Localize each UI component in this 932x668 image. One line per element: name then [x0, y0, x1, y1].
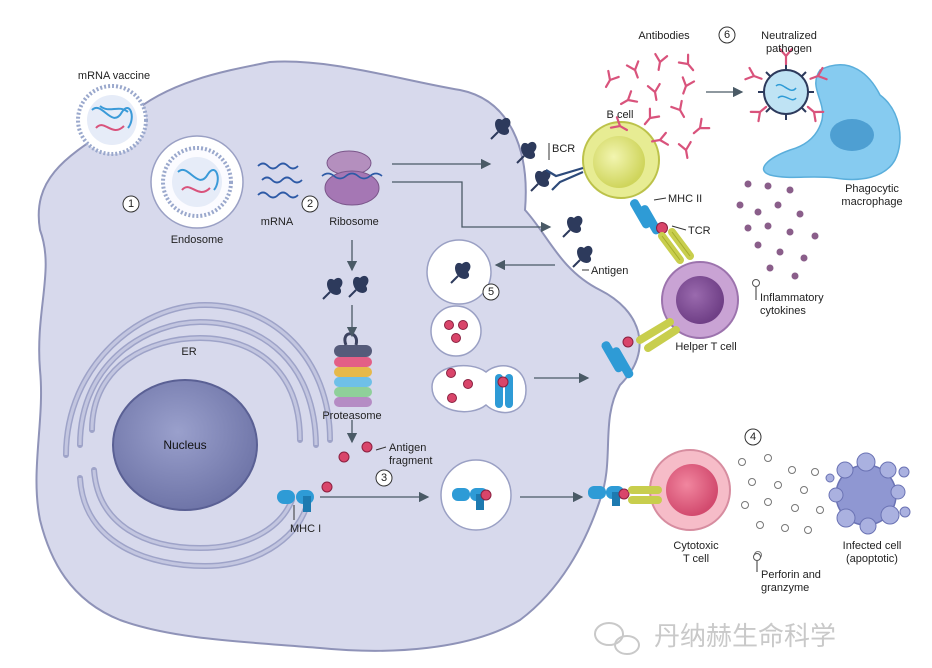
label-phagocytic-line1: Phagocytic	[845, 183, 899, 195]
label-mhc2: MHC II	[668, 193, 702, 205]
label-tcr: TCR	[688, 225, 711, 237]
macrophage-nucleus	[830, 119, 874, 151]
label-mrna-vaccine: mRNA vaccine	[78, 70, 150, 82]
antigen-fragment-dot	[361, 441, 373, 453]
proteasome	[334, 332, 372, 407]
pathway-arrows	[320, 86, 744, 503]
mrna-vaccine-particle	[76, 84, 148, 156]
cytotoxic-t-cell	[628, 449, 731, 531]
svg-text:1: 1	[128, 198, 134, 210]
label-infected-line1: Infected cell	[843, 540, 902, 552]
svg-text:5: 5	[488, 286, 494, 298]
perforin-legend-dot	[753, 553, 761, 561]
svg-text:6: 6	[724, 29, 730, 41]
label-mhc1: MHC I	[290, 523, 321, 535]
label-inflammatory-line1: Inflammatory	[760, 292, 824, 304]
perforin-granzyme-dots	[738, 454, 824, 559]
label-antigen-fragment-line1: Antigen	[389, 442, 426, 454]
mhc2-tcr-bridge	[629, 199, 694, 264]
antigen-fragment-dot	[338, 451, 350, 463]
cytokine-legend-dot	[752, 279, 760, 287]
endoplasmic-reticulum-fill	[64, 303, 332, 568]
free-antigen	[562, 214, 584, 238]
mhc1-vesicle	[440, 459, 512, 531]
svg-text:4: 4	[750, 431, 756, 443]
neutralized-pathogen	[744, 47, 828, 123]
watermark: 丹纳赫生命科学	[594, 622, 836, 655]
label-proteasome: Proteasome	[322, 410, 381, 422]
watermark-text: 丹纳赫生命科学	[654, 622, 836, 652]
b-cell	[545, 121, 660, 199]
label-inflammatory-line2: cytokines	[760, 305, 806, 317]
surface-antigen	[530, 168, 552, 192]
mhc1-molecule	[277, 490, 314, 512]
label-phagocytic-line2: macrophage	[841, 196, 902, 208]
label-antigen: Antigen	[591, 265, 628, 277]
label-nucleus: Nucleus	[163, 438, 206, 452]
label-perforin-line2: granzyme	[761, 582, 809, 594]
step-markers: 1 2 3 4 5 6	[122, 26, 762, 487]
svg-text:3: 3	[381, 472, 387, 484]
helper-t-cell	[636, 261, 739, 352]
label-cytotoxic-line1: Cytotoxic	[673, 540, 719, 552]
label-bcr: BCR	[552, 143, 575, 155]
phagocytic-macrophage	[762, 64, 901, 181]
label-ribosome: Ribosome	[329, 216, 379, 228]
inflammatory-cytokines	[736, 180, 819, 280]
label-antigen-fragment-line2: fragment	[389, 455, 432, 467]
label-helper-t-cell: Helper T cell	[675, 341, 736, 353]
nucleus	[112, 379, 258, 511]
mhc2-vesicles	[426, 239, 527, 414]
label-neutralized-line2: pathogen	[766, 43, 812, 55]
infected-apoptotic-cell	[825, 452, 911, 535]
ribosome	[321, 150, 383, 206]
label-neutralized-line1: Neutralized	[761, 30, 817, 42]
label-infected-line2: (apoptotic)	[846, 553, 898, 565]
mhc1-surface	[588, 486, 630, 506]
label-mrna: mRNA	[261, 216, 294, 228]
mrna-strands	[257, 162, 303, 199]
free-antigen	[572, 244, 594, 268]
label-cytotoxic-line2: T cell	[683, 553, 709, 565]
svg-text:2: 2	[307, 198, 313, 210]
label-antibodies: Antibodies	[638, 30, 690, 42]
label-endosome: Endosome	[171, 234, 224, 246]
endosome	[150, 135, 244, 229]
wechat-icon	[594, 622, 640, 655]
label-b-cell: B cell	[607, 109, 634, 121]
antigen-fragment-dot	[321, 481, 333, 493]
mhc2-surface	[601, 336, 634, 379]
label-er: ER	[181, 346, 196, 358]
label-perforin-line1: Perforin and	[761, 569, 821, 581]
leader-lines	[293, 143, 758, 572]
